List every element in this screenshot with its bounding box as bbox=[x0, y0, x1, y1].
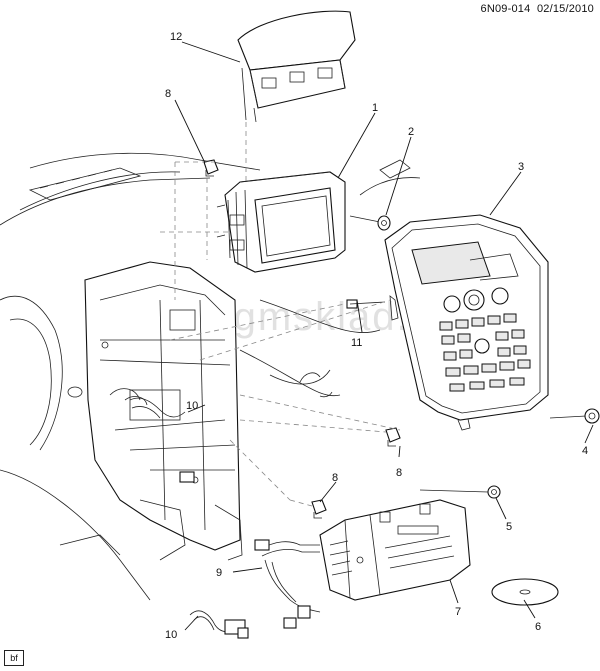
callout-10-lower: 10 bbox=[165, 629, 177, 641]
part-9-wiring-harness bbox=[254, 539, 321, 629]
part-12-upper-trim-cover bbox=[237, 10, 356, 123]
leader-lines bbox=[174, 41, 594, 631]
diagram-date: 02/15/2010 bbox=[536, 3, 594, 15]
center-stack-bracket bbox=[84, 261, 243, 561]
part-3-console-bezel bbox=[384, 214, 549, 431]
callout-8-right: 8 bbox=[396, 467, 402, 479]
part-1-display-module bbox=[216, 171, 346, 273]
part-8-clip-top bbox=[203, 159, 219, 177]
part-2-screw bbox=[349, 215, 391, 231]
part-10-cable-lower bbox=[189, 610, 249, 639]
part-11-connector bbox=[346, 299, 386, 309]
callout-labels: 12 8 1 2 3 11 10 8 4 8 5 9 7 6 10 bbox=[165, 31, 588, 641]
bezel-button-grid bbox=[439, 313, 531, 392]
callout-6: 6 bbox=[535, 621, 541, 633]
diagram-code: 6N09-014 bbox=[480, 3, 531, 15]
callout-10-upper: 10 bbox=[186, 400, 198, 412]
dashboard-outline bbox=[0, 152, 421, 601]
part-6-disc bbox=[491, 578, 559, 606]
part-5-screw bbox=[419, 485, 501, 499]
corner-tag: bf bbox=[4, 650, 24, 666]
callout-2: 2 bbox=[408, 126, 414, 138]
part-7-radio-receiver bbox=[319, 499, 471, 601]
part-8-clip-right bbox=[385, 427, 401, 447]
part-10-cable-upper bbox=[129, 397, 195, 483]
callout-1: 1 bbox=[372, 102, 378, 114]
callout-9: 9 bbox=[216, 567, 222, 579]
callout-3: 3 bbox=[518, 161, 524, 173]
callout-5: 5 bbox=[506, 521, 512, 533]
callout-11: 11 bbox=[351, 337, 362, 349]
part-4-screw bbox=[549, 408, 600, 424]
callout-8-top: 8 bbox=[165, 88, 171, 100]
callout-12: 12 bbox=[170, 31, 182, 43]
callout-7: 7 bbox=[455, 606, 461, 618]
callout-4: 4 bbox=[582, 445, 588, 457]
diagram-header: 6N09-014 02/15/2010 bbox=[481, 3, 595, 15]
callout-8-lower: 8 bbox=[332, 472, 338, 484]
part-8-clip-lower bbox=[311, 499, 327, 519]
